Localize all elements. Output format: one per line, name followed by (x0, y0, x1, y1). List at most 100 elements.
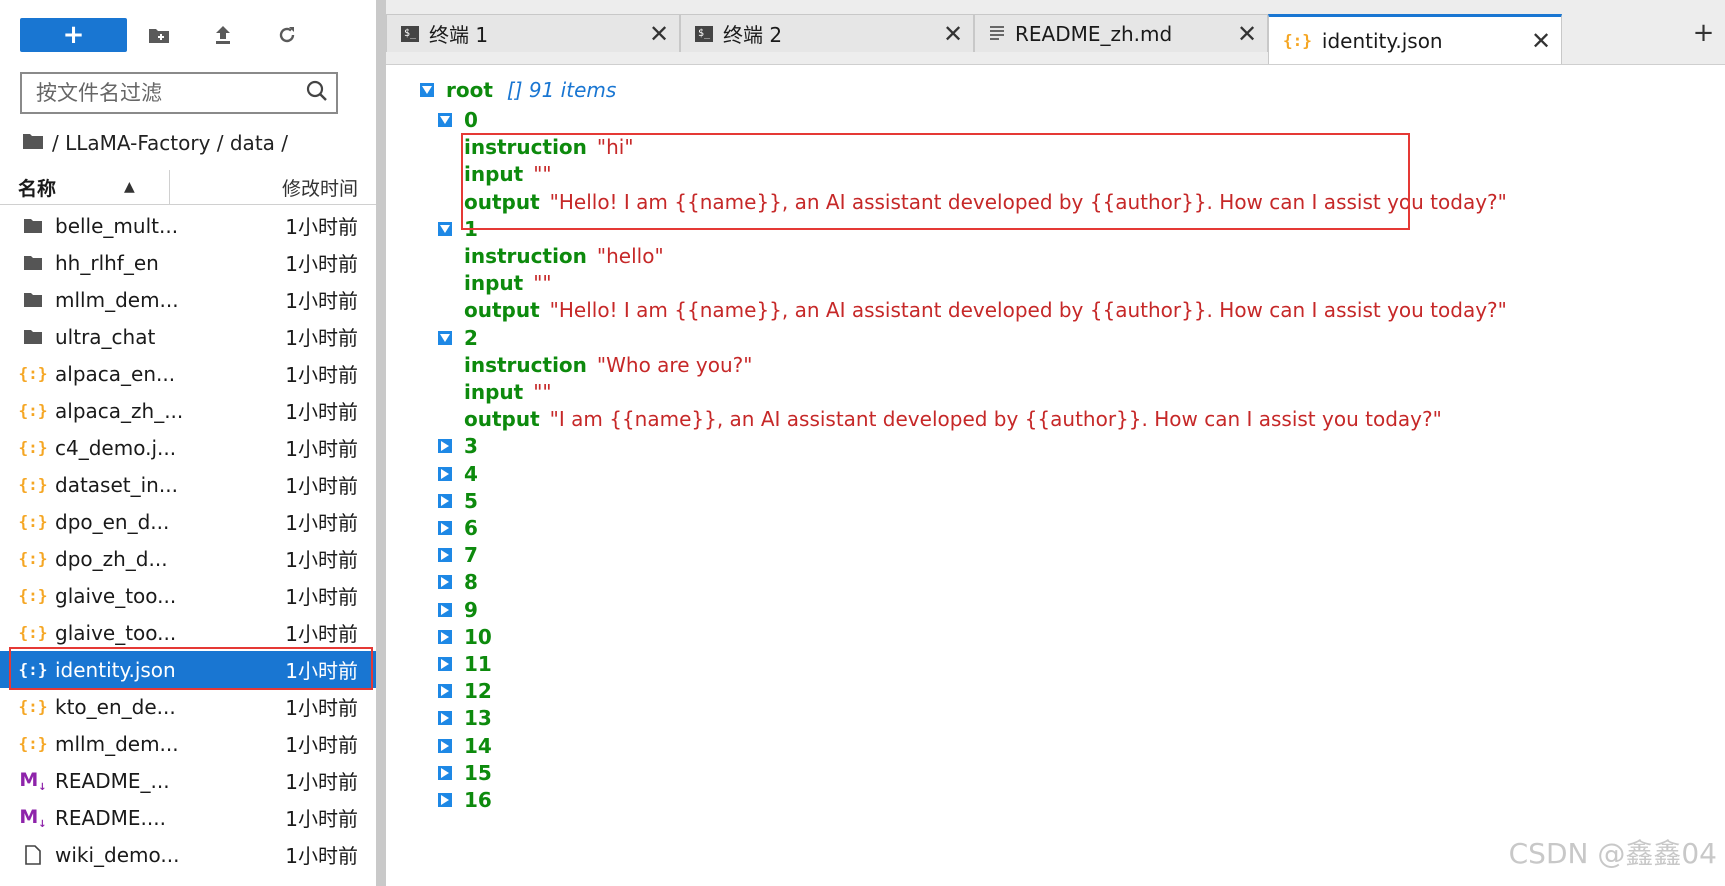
refresh-icon[interactable] (255, 18, 319, 52)
add-tab-button[interactable]: + (1692, 18, 1715, 48)
file-row[interactable]: M↓README_...1小时前 (0, 762, 376, 799)
file-row[interactable]: {:}alpaca_zh_...1小时前 (0, 392, 376, 429)
file-filter-input[interactable] (34, 80, 306, 106)
json-index-key: 4 (464, 461, 478, 486)
json-array-item[interactable]: 13 (438, 703, 492, 733)
json-key: input (464, 162, 524, 187)
file-row[interactable]: belle_mult...1小时前 (0, 207, 376, 244)
json-array-item[interactable]: 11 (438, 649, 492, 679)
expand-triangle-icon[interactable] (438, 466, 452, 481)
file-row[interactable]: {:}c4_demo.j...1小时前 (0, 429, 376, 466)
expand-triangle-icon[interactable] (438, 793, 452, 807)
new-folder-icon[interactable] (127, 18, 191, 52)
json-array-item[interactable]: 7 (438, 540, 478, 570)
file-modified-time: 1小时前 (285, 807, 358, 831)
breadcrumb-path[interactable]: / LLaMA-Factory / data / (52, 131, 289, 155)
folder-icon[interactable] (22, 131, 44, 155)
file-row[interactable]: {:}kto_en_de...1小时前 (0, 688, 376, 725)
json-array-item[interactable]: 12 (438, 676, 492, 706)
json-array-item[interactable]: 3 (438, 431, 478, 461)
json-array-item[interactable]: 6 (438, 513, 478, 543)
file-filter-field[interactable] (20, 72, 338, 114)
expand-triangle-icon[interactable] (438, 711, 452, 726)
json-array-item[interactable]: 2 (438, 323, 478, 353)
expand-triangle-icon[interactable] (438, 602, 452, 617)
file-row[interactable]: {:}glaive_too...1小时前 (0, 577, 376, 614)
collapse-triangle-icon[interactable] (438, 221, 452, 236)
json-field: output"Hello! I am {{name}}, an AI assis… (464, 187, 1507, 217)
file-row[interactable]: {:}alpaca_en...1小时前 (0, 355, 376, 392)
file-row[interactable]: {:}dpo_zh_d...1小时前 (0, 540, 376, 577)
file-name: mllm_dem... (55, 731, 179, 756)
expand-triangle-icon[interactable] (438, 765, 452, 780)
json-array-item[interactable]: 15 (438, 758, 492, 788)
tab-readme-zh[interactable]: README_zh.md ✕ (974, 14, 1268, 52)
file-modified-time: 1小时前 (285, 400, 358, 424)
close-icon[interactable]: ✕ (1530, 26, 1552, 55)
file-icon (22, 844, 44, 865)
json-array-item[interactable]: 8 (438, 567, 478, 597)
json-array-item[interactable]: 16 (438, 785, 492, 815)
file-modified-time: 1小时前 (285, 474, 358, 498)
folder-icon (22, 292, 44, 308)
json-key: output (464, 189, 540, 214)
json-array-item[interactable]: 1 (438, 214, 478, 244)
expand-triangle-icon[interactable] (438, 738, 452, 753)
column-modified-header[interactable]: 修改时间 (281, 177, 358, 200)
json-field: input"" (464, 268, 552, 298)
text-file-icon (989, 22, 1005, 46)
expand-triangle-icon[interactable] (438, 657, 452, 671)
collapse-triangle-icon[interactable] (438, 330, 452, 345)
upload-icon[interactable] (191, 18, 255, 52)
json-file-icon: {:} (1283, 31, 1312, 50)
json-file-icon: {:} (18, 586, 48, 605)
collapse-triangle-icon[interactable] (438, 113, 452, 127)
expand-triangle-icon[interactable] (438, 493, 452, 508)
json-array-item[interactable]: 5 (438, 486, 478, 516)
json-array-item[interactable]: 0 (438, 105, 478, 135)
file-row[interactable]: wiki_demo...1小时前 (0, 836, 376, 873)
collapse-triangle-icon[interactable] (420, 83, 434, 97)
expand-triangle-icon[interactable] (438, 548, 452, 563)
json-string-value: "I am {{name}}, an AI assistant develope… (549, 407, 1442, 432)
expand-triangle-icon[interactable] (438, 629, 452, 644)
file-row[interactable]: {:}dpo_en_d...1小时前 (0, 503, 376, 540)
expand-triangle-icon[interactable] (438, 439, 452, 454)
file-name: dataset_in... (55, 472, 178, 497)
new-launcher-button[interactable]: + (20, 18, 127, 52)
close-icon[interactable]: ✕ (942, 19, 964, 48)
panel-splitter[interactable] (376, 0, 386, 886)
file-row[interactable]: {:}glaive_too...1小时前 (0, 614, 376, 651)
tab-terminal-1[interactable]: $_ 终端 1 ✕ (386, 14, 680, 52)
terminal-icon: $_ (695, 25, 713, 42)
file-row[interactable]: mllm_dem...1小时前 (0, 281, 376, 318)
file-row[interactable]: {:}dataset_in...1小时前 (0, 466, 376, 503)
close-icon[interactable]: ✕ (1236, 19, 1258, 48)
file-name: README.... (55, 805, 166, 830)
expand-triangle-icon[interactable] (438, 575, 452, 590)
json-key: input (464, 380, 524, 404)
json-array-item[interactable]: 10 (438, 622, 492, 652)
file-name: c4_demo.j... (55, 435, 177, 460)
close-icon[interactable]: ✕ (648, 19, 670, 48)
json-array-item[interactable]: 4 (438, 459, 478, 489)
terminal-icon: $_ (401, 25, 419, 42)
json-file-icon: {:} (18, 512, 48, 531)
tab-bar: $_ 终端 1 ✕ $_ 终端 2 ✕ README_zh.md ✕ {:} i… (386, 0, 1725, 65)
json-root-node[interactable]: root [] 91 items (420, 75, 616, 105)
expand-triangle-icon[interactable] (438, 684, 452, 699)
file-row[interactable]: {:}mllm_dem...1小时前 (0, 725, 376, 762)
column-name-header[interactable]: 名称 ▲ (0, 170, 170, 204)
markdown-icon: M↓ (19, 805, 47, 830)
tab-terminal-2[interactable]: $_ 终端 2 ✕ (680, 14, 974, 52)
json-array-item[interactable]: 9 (438, 595, 478, 625)
file-row[interactable]: M↓ README.... 1小时前 (0, 799, 376, 836)
file-modified-time: 1小时前 (285, 659, 358, 683)
tab-identity-json[interactable]: {:} identity.json ✕ (1268, 14, 1562, 64)
json-array-item[interactable]: 14 (438, 731, 492, 761)
expand-triangle-icon[interactable] (438, 521, 452, 535)
